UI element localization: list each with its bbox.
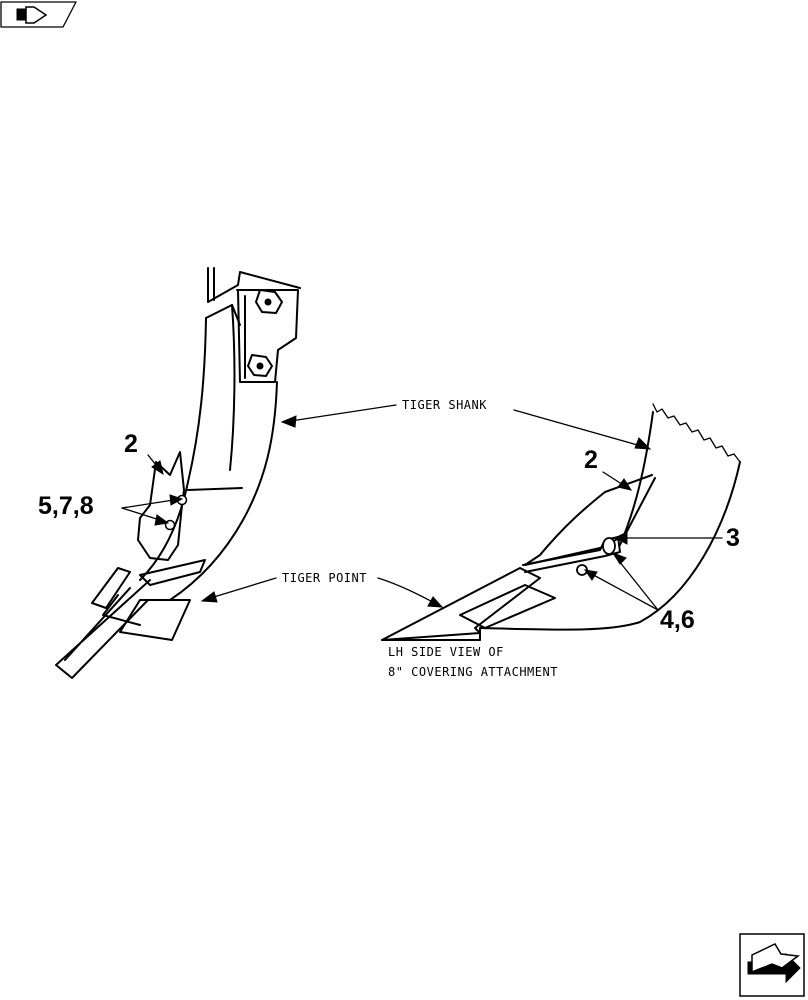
view-caption-line2: 8" COVERING ATTACHMENT bbox=[388, 665, 558, 679]
callout-3: 3 bbox=[726, 524, 740, 552]
right-assembly-drawing bbox=[381, 403, 741, 641]
view-caption-line1: LH SIDE VIEW OF bbox=[388, 645, 504, 659]
callout-right-2: 2 bbox=[584, 446, 598, 474]
tiger-shank-label: TIGER SHANK bbox=[402, 398, 487, 412]
callout-5-7-8: 5,7,8 bbox=[38, 492, 94, 520]
left-assembly-drawing bbox=[55, 267, 301, 679]
forward-arrow-tab-icon[interactable] bbox=[0, 1, 77, 28]
tiger-point-label: TIGER POINT bbox=[282, 571, 367, 585]
leader-lines bbox=[121, 404, 723, 611]
forward-arrow-icon[interactable] bbox=[739, 933, 805, 997]
callout-4-6: 4,6 bbox=[660, 606, 695, 634]
callout-left-2: 2 bbox=[124, 430, 138, 458]
